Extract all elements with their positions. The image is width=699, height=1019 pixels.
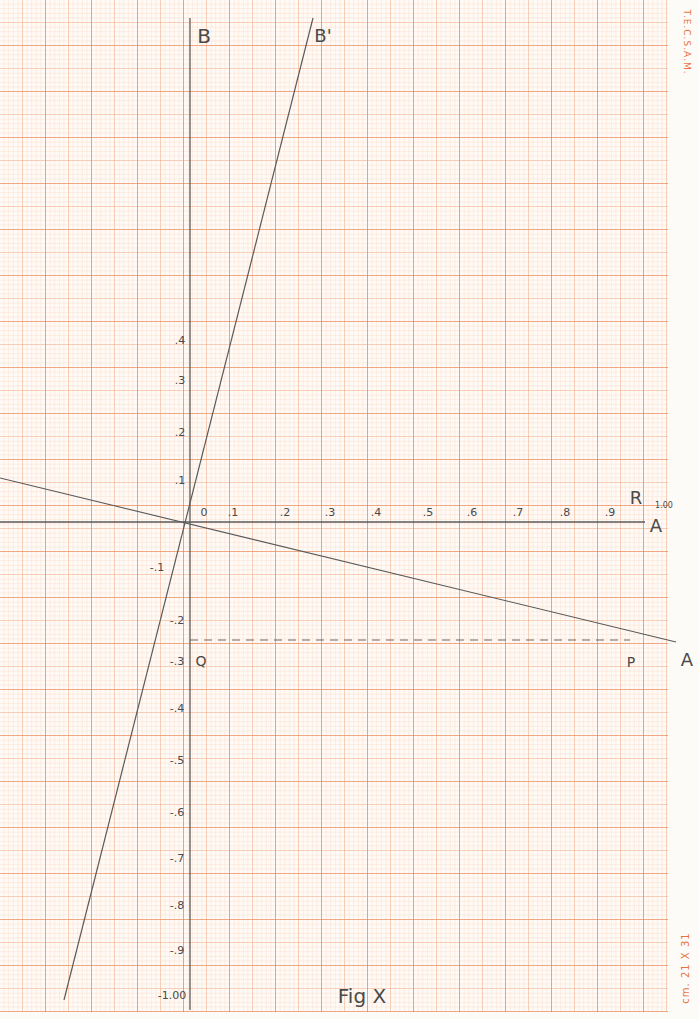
point-name: R: [630, 489, 643, 507]
tick-label: .2: [175, 427, 186, 438]
tick-label: -.3: [170, 656, 184, 667]
line-b-prime: [64, 18, 313, 1000]
paper-size: cm. 21 X 31: [681, 932, 691, 1003]
figure-caption: Fig X: [338, 986, 386, 1006]
grid: [0, 0, 668, 1012]
line-name: B': [314, 27, 331, 45]
tick-label: .8: [560, 507, 571, 518]
line-name: A: [681, 651, 693, 669]
point-name: P: [627, 655, 635, 669]
paper-brand: T.E.C.S.A.M.: [682, 9, 691, 74]
line-a-prime: [0, 478, 676, 642]
tick-label: .6: [467, 507, 478, 518]
tick-label: 0: [201, 507, 208, 518]
tick-label: .4: [371, 507, 382, 518]
tick-label: 1.00: [655, 502, 673, 510]
tick-label: .9: [605, 507, 616, 518]
point-name: Q: [195, 654, 206, 668]
tick-label: -.9: [170, 945, 184, 956]
dashed-line: [190, 640, 630, 641]
tick-label: .5: [423, 507, 434, 518]
line-name: A: [650, 517, 662, 535]
tick-label: -.4: [170, 703, 184, 714]
tick-label: -1.00: [158, 990, 186, 1001]
tick-label: .3: [175, 375, 186, 386]
tick-label: -.6: [170, 807, 184, 818]
tick-label: .3: [325, 507, 336, 518]
tick-label: -.2: [170, 615, 184, 626]
tick-label: .2: [280, 507, 291, 518]
tick-label: .4: [175, 335, 186, 346]
line-name: B: [197, 26, 211, 46]
tick-label: -.1: [150, 562, 164, 573]
tick-label: -.5: [170, 755, 184, 766]
tick-label: -.7: [170, 853, 184, 864]
tick-label: .1: [228, 507, 239, 518]
horizontal-axis: [0, 521, 645, 522]
pencil-lines: [0, 18, 676, 1010]
vertical-axis: [189, 18, 190, 1010]
tick-label: .1: [175, 475, 186, 486]
tick-label: .7: [513, 507, 524, 518]
tick-label: -.8: [170, 900, 184, 911]
